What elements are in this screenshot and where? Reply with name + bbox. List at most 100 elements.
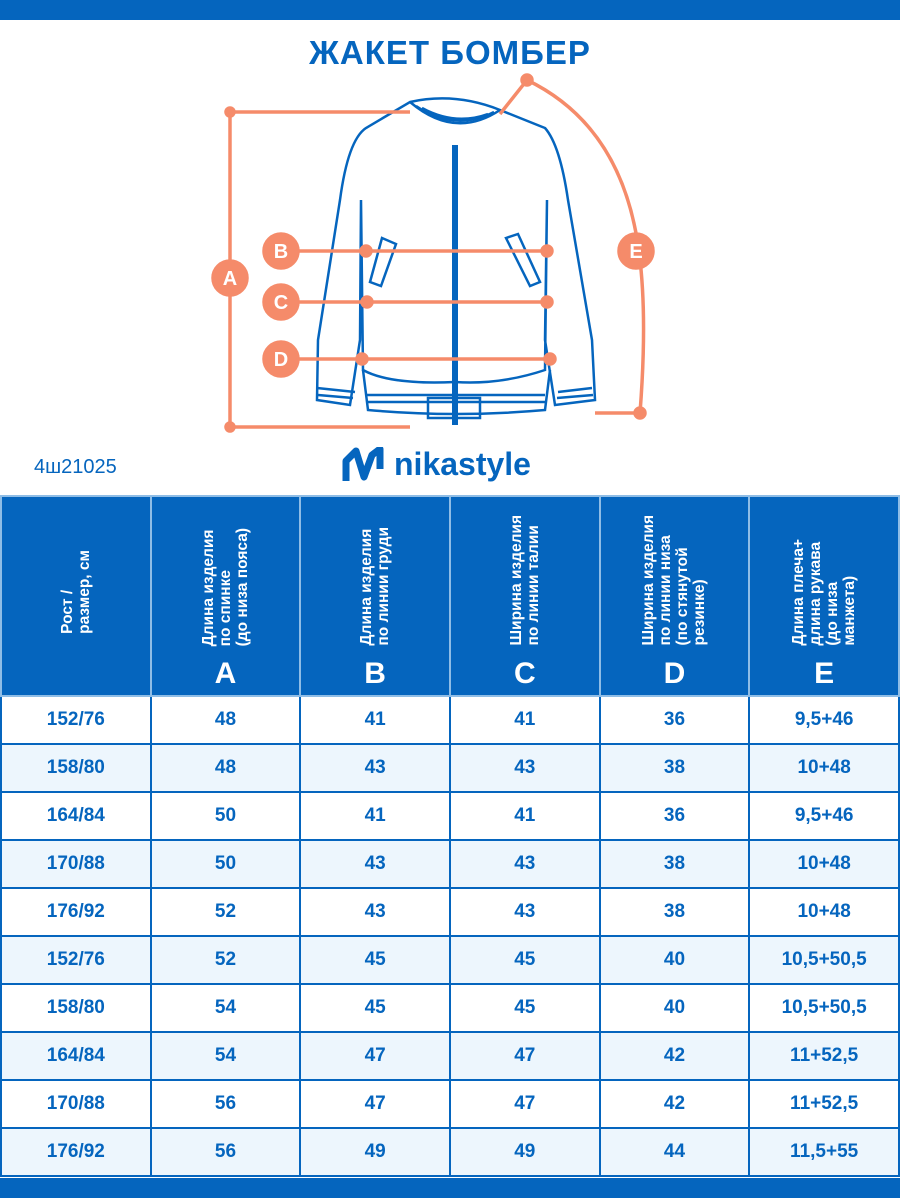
table-cell: 38 — [598, 887, 751, 937]
top-bar — [0, 0, 900, 20]
table-cell: 42 — [598, 1079, 751, 1129]
header-letter: A — [214, 657, 237, 690]
table-cell: 38 — [598, 839, 751, 889]
table-cell: 9,5+46 — [748, 791, 900, 841]
table-cell: 50 — [149, 839, 302, 889]
table-cell: 43 — [299, 839, 451, 889]
table-cell: 56 — [149, 1127, 302, 1177]
page-title: ЖАКЕТ БОМБЕР — [309, 34, 591, 71]
table-cell: 9,5+46 — [748, 695, 900, 745]
column-header: Длина изделия по спинке (до низа пояса) A — [149, 495, 302, 697]
table-cell: 45 — [299, 983, 451, 1033]
table-cell: 52 — [149, 887, 302, 937]
table-cell: 41 — [299, 791, 451, 841]
header-letter: C — [513, 657, 536, 690]
table-cell: 170/88 — [0, 1079, 152, 1129]
table-cell: 45 — [448, 935, 601, 985]
label-d: D — [274, 349, 288, 371]
table-cell: 47 — [448, 1031, 601, 1081]
table-cell: 47 — [448, 1079, 601, 1129]
column-header: Длина плеча+ длина рукава (до низа манже… — [748, 495, 900, 697]
table-cell: 11+52,5 — [748, 1079, 900, 1129]
table-cell: 54 — [149, 983, 302, 1033]
label-b: B — [274, 241, 288, 263]
table-cell: 11+52,5 — [748, 1031, 900, 1081]
table-cell: 45 — [448, 983, 601, 1033]
table-cell: 42 — [598, 1031, 751, 1081]
label-c: C — [274, 292, 288, 314]
table-cell: 158/80 — [0, 743, 152, 793]
jacket-diagram: A B C D E — [211, 73, 655, 433]
table-cell: 43 — [448, 839, 601, 889]
table-cell: 44 — [598, 1127, 751, 1177]
table-cell: 52 — [149, 935, 302, 985]
table-cell: 49 — [448, 1127, 601, 1177]
header-text: Длина изделия по линии груди — [358, 527, 393, 646]
table-cell: 10,5+50,5 — [748, 983, 900, 1033]
label-e: E — [629, 241, 642, 263]
table-cell: 164/84 — [0, 1031, 152, 1081]
brand-name: nikastyle — [394, 446, 531, 482]
logo-icon — [342, 446, 384, 481]
header-text: Ширина изделия по линии низа (по стянуто… — [640, 515, 709, 646]
table-cell: 152/76 — [0, 695, 152, 745]
table-cell: 47 — [299, 1031, 451, 1081]
header-letter: E — [814, 657, 835, 690]
column-header: Ширина изделия по линии низа (по стянуто… — [598, 495, 751, 697]
table-cell: 10+48 — [748, 887, 900, 937]
table-cell: 10,5+50,5 — [748, 935, 900, 985]
brand-logo: nikastyle — [342, 446, 531, 483]
table-cell: 152/76 — [0, 935, 152, 985]
table-cell: 10+48 — [748, 743, 900, 793]
header-text: Длина изделия по спинке (до низа пояса) — [199, 527, 251, 646]
table-cell: 43 — [299, 887, 451, 937]
column-header: Рост / размер, см — [0, 495, 152, 697]
table-cell: 11,5+55 — [748, 1127, 900, 1177]
table-cell: 45 — [299, 935, 451, 985]
header-text: Длина плеча+ длина рукава (до низа манже… — [790, 539, 859, 646]
table-cell: 43 — [448, 743, 601, 793]
table-cell: 56 — [149, 1079, 302, 1129]
table-cell: 50 — [149, 791, 302, 841]
size-table: Рост / размер, см Длина изделия по спинке… — [0, 495, 900, 1177]
table-cell: 41 — [448, 695, 601, 745]
header-text: Рост / размер, см — [58, 549, 93, 634]
table-cell: 54 — [149, 1031, 302, 1081]
article-code: 4ш21025 — [34, 456, 117, 478]
table-cell: 41 — [448, 791, 601, 841]
table-cell: 176/92 — [0, 887, 152, 937]
table-cell: 36 — [598, 791, 751, 841]
table-cell: 48 — [149, 695, 302, 745]
table-cell: 40 — [598, 935, 751, 985]
table-cell: 10+48 — [748, 839, 900, 889]
table-cell: 41 — [299, 695, 451, 745]
header-letter: B — [364, 657, 386, 690]
table-cell: 47 — [299, 1079, 451, 1129]
table-cell: 43 — [299, 743, 451, 793]
table-cell: 40 — [598, 983, 751, 1033]
header-letter: D — [663, 657, 686, 690]
table-cell: 158/80 — [0, 983, 152, 1033]
table-cell: 49 — [299, 1127, 451, 1177]
table-cell: 48 — [149, 743, 302, 793]
table-cell: 36 — [598, 695, 751, 745]
table-cell: 176/92 — [0, 1127, 152, 1177]
table-cell: 38 — [598, 743, 751, 793]
table-cell: 170/88 — [0, 839, 152, 889]
header-text: Ширина изделия по линии талии — [507, 515, 542, 646]
table-cell: 164/84 — [0, 791, 152, 841]
bottom-bar — [0, 1178, 900, 1198]
label-a: A — [223, 268, 237, 290]
